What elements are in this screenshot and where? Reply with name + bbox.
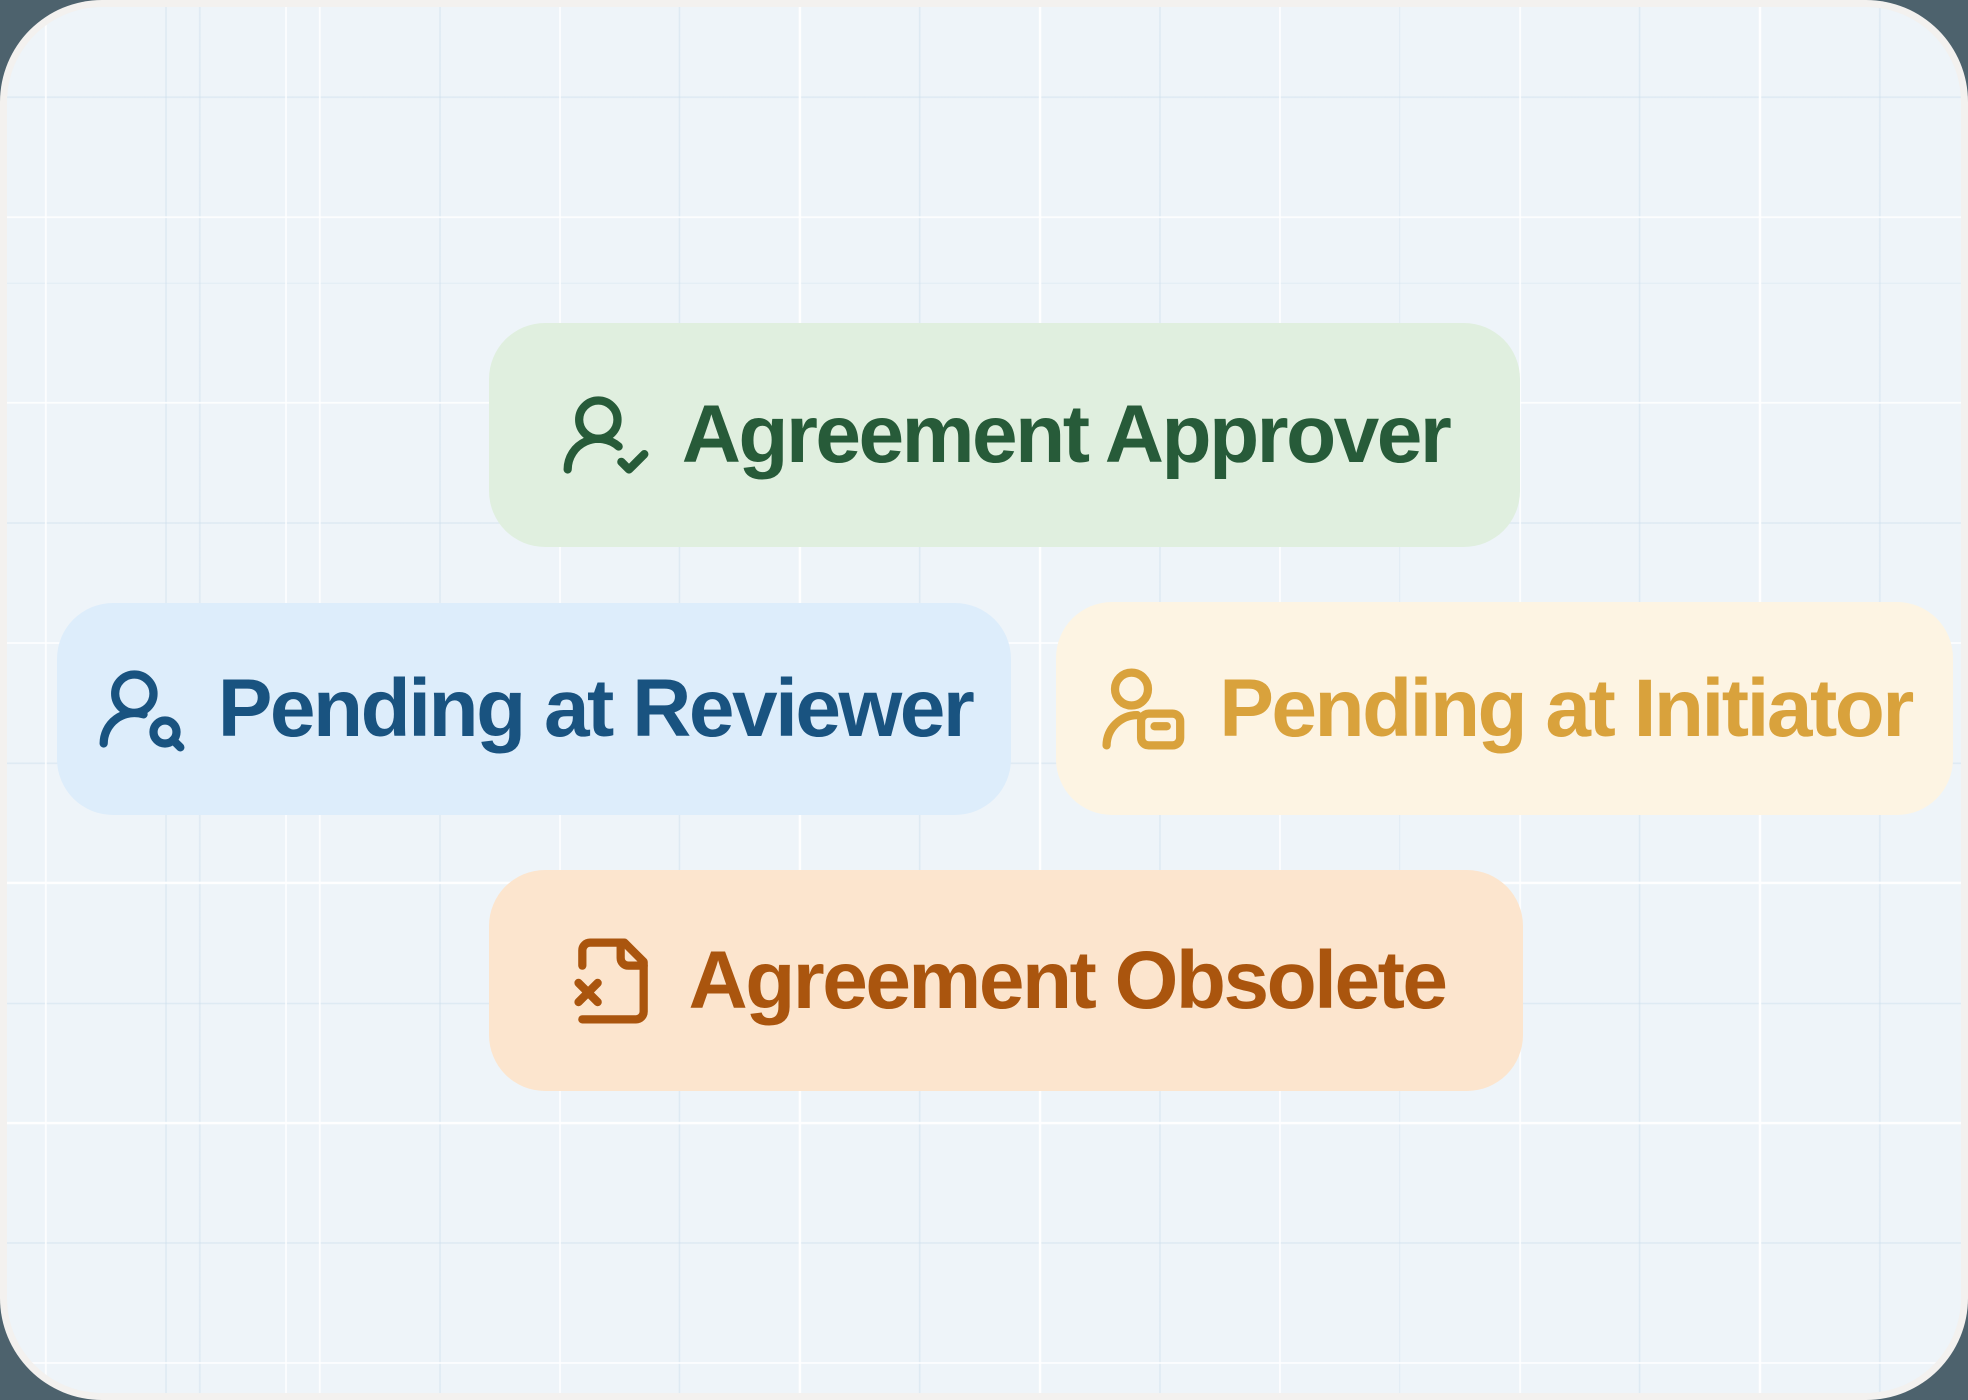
badge-label: Pending at Reviewer (217, 663, 975, 754)
badge-agreement-obsolete: Agreement Obsolete (489, 870, 1523, 1091)
user-card-icon (1102, 667, 1185, 750)
user-search-icon (99, 670, 185, 752)
badge-pending-at-reviewer: Pending at Reviewer (57, 603, 1011, 815)
badge-label: Pending at Initiator (1219, 662, 1914, 754)
badge-label: Agreement Obsolete (688, 934, 1448, 1026)
badge-label: Agreement Approver (681, 389, 1452, 480)
grid-canvas: Agreement Approver Pending at Reviewer P… (7, 7, 1961, 1393)
badge-pending-at-initiator: Pending at Initiator (1056, 602, 1953, 815)
badge-agreement-approver: Agreement Approver (489, 323, 1520, 547)
file-x-icon (573, 938, 648, 1023)
user-check-icon (563, 396, 649, 474)
